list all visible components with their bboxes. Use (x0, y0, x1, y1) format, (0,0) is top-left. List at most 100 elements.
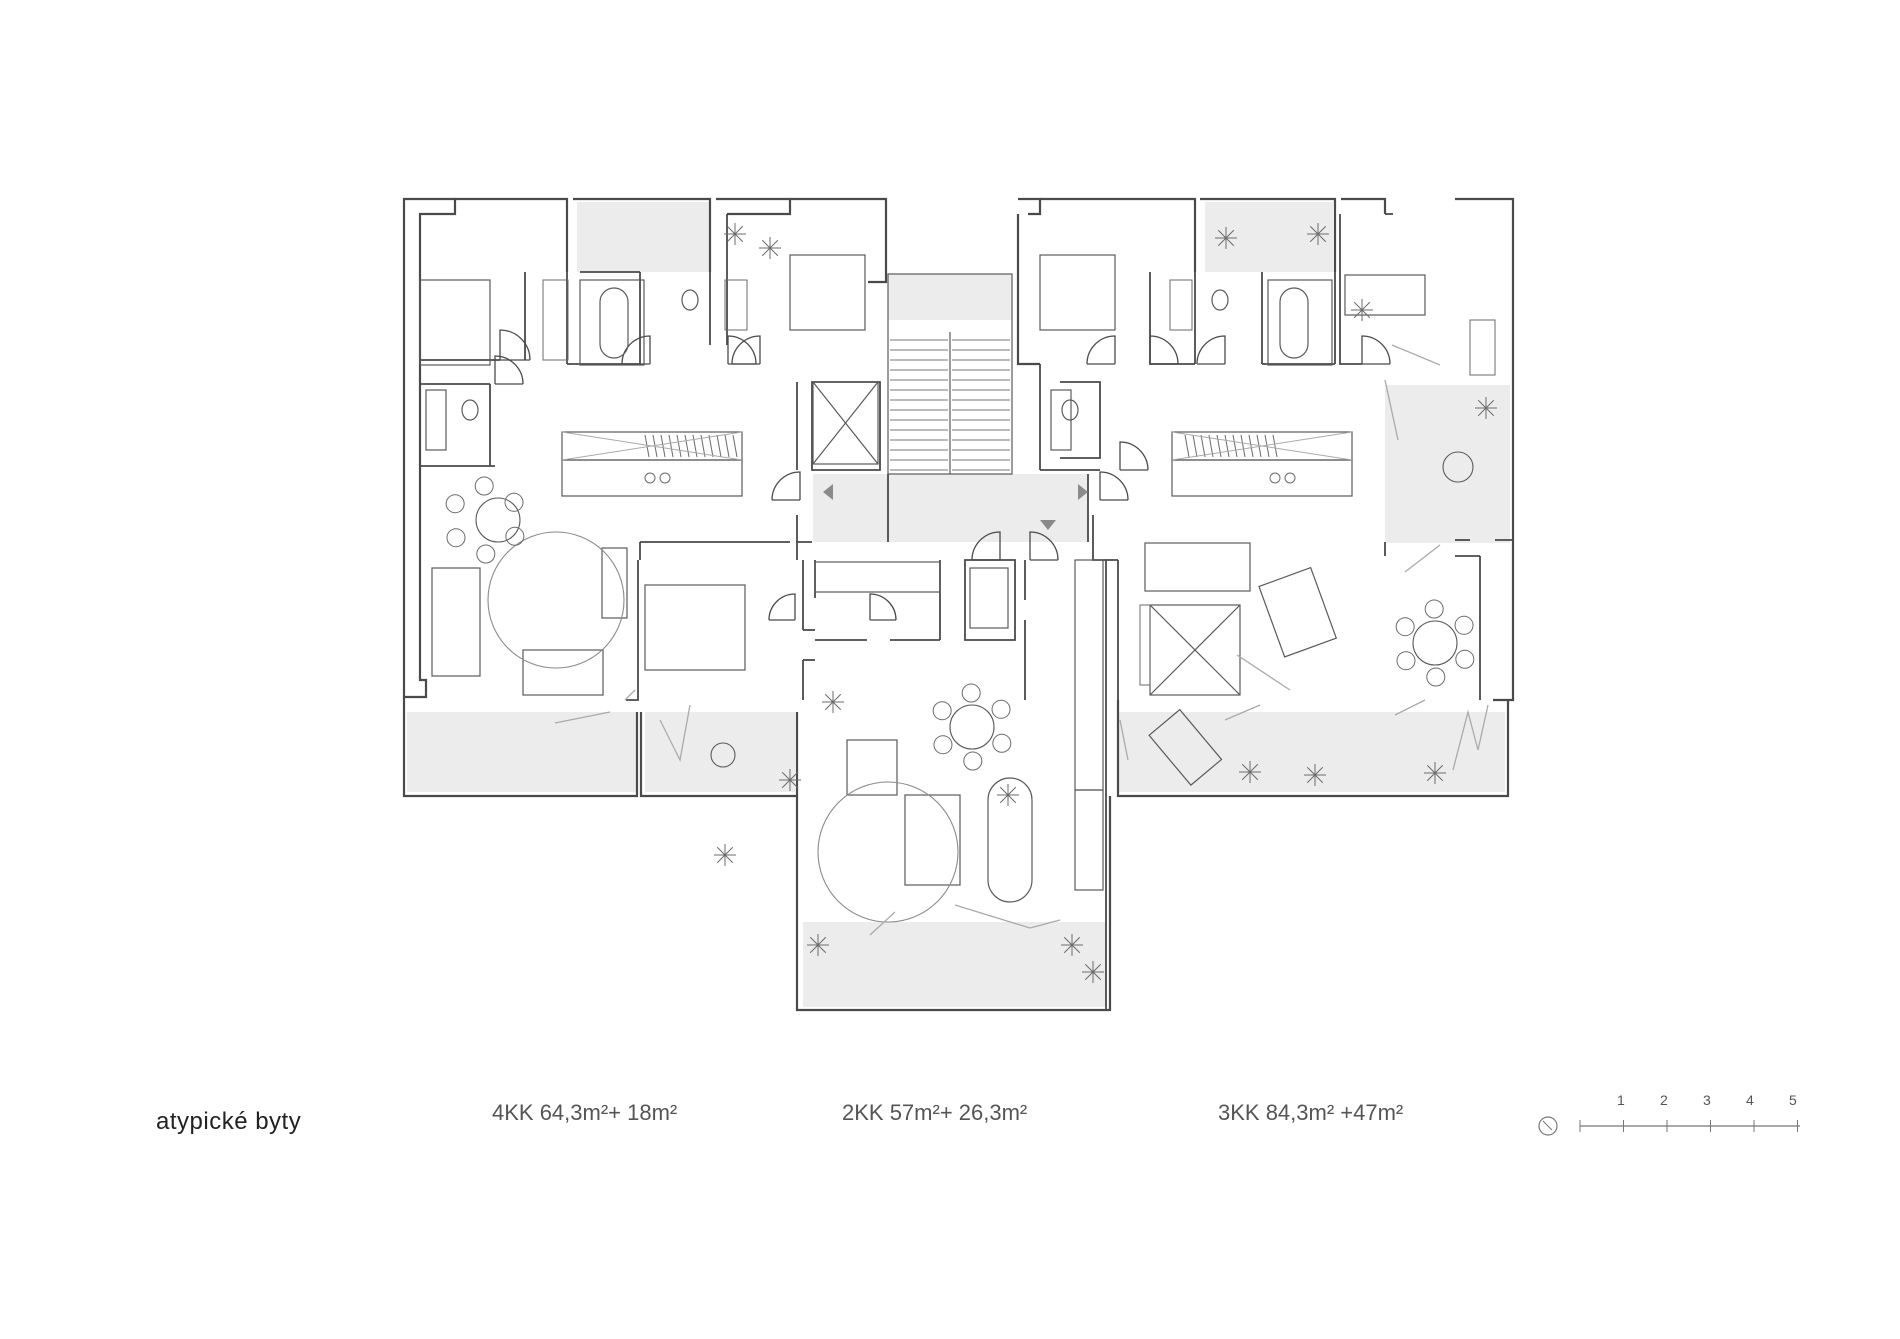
plant-leaf (769, 239, 779, 249)
door-swing (771, 471, 801, 501)
plant-leaf (832, 701, 842, 711)
plan-title: atypické byty (156, 1108, 302, 1135)
chair (504, 492, 524, 512)
wardrobes (542, 279, 1496, 686)
hanger-mark (732, 434, 738, 458)
chair (961, 683, 981, 703)
hanger-mark (1224, 434, 1230, 458)
door-swing (768, 593, 796, 621)
hanger-mark (1264, 434, 1270, 458)
doors (494, 329, 1391, 621)
plant-leaf (1485, 399, 1495, 409)
plant-leaf (1309, 225, 1319, 235)
plant-leaf (1361, 309, 1371, 319)
door-swing (869, 593, 897, 621)
rugs-and-tables (475, 451, 1474, 923)
counter-marks (561, 431, 1353, 484)
plant-leaf (769, 247, 779, 257)
plant-leaf (781, 779, 791, 789)
door-swing (1196, 335, 1226, 365)
plant-leaf (789, 779, 799, 789)
chair (474, 476, 494, 496)
plant-leaf (726, 233, 736, 243)
plant-leaf (1485, 407, 1495, 417)
bathroom-fixtures (425, 279, 1333, 629)
plant-leaf (1241, 771, 1251, 781)
plant-leaf (1353, 309, 1363, 319)
scale-bar (1538, 1116, 1800, 1136)
plant-leaf (1434, 772, 1444, 782)
hanger-mark (660, 434, 666, 458)
plant-leaf (1071, 936, 1081, 946)
plant-leaf (1241, 763, 1251, 773)
chair (991, 699, 1011, 719)
outer-walls (402, 197, 1515, 1012)
plant-leaf (1007, 786, 1017, 796)
plant-leaf (1426, 772, 1436, 782)
hanger-mark (668, 434, 674, 458)
plant-leaf (1225, 237, 1235, 247)
scale-label-3: 3 (1703, 1092, 1711, 1108)
plant-leaf (1477, 407, 1487, 417)
plant-leaf (1217, 229, 1227, 239)
plant-leaf (817, 944, 827, 954)
plant-leaf (1084, 971, 1094, 981)
stair-arrows (823, 484, 1088, 530)
north-arrow-needle (1542, 1120, 1553, 1131)
plant-leaf (724, 846, 734, 856)
hanger-mark (1232, 434, 1238, 458)
hanger-mark (1240, 434, 1246, 458)
door-swing (1119, 441, 1149, 471)
plant-leaf (1306, 766, 1316, 776)
chair (963, 751, 983, 771)
plant-leaf (1092, 963, 1102, 973)
chair (505, 526, 525, 546)
plant-leaf (832, 693, 842, 703)
chair (445, 494, 465, 514)
door-swing (1361, 335, 1391, 365)
kitchen-counters (561, 431, 1353, 903)
chair (992, 733, 1012, 753)
chair (1454, 615, 1474, 635)
hanger-mark (1216, 434, 1222, 458)
plant-leaf (817, 936, 827, 946)
door-swing (731, 335, 761, 365)
hanger-mark (1200, 434, 1206, 458)
plant-leaf (716, 854, 726, 864)
plant-leaf (734, 233, 744, 243)
stove-burner (1284, 472, 1296, 484)
glazing-lines (554, 344, 1489, 936)
plant-leaf (1306, 774, 1316, 784)
interior-walls (420, 213, 1513, 1010)
plant-leaf (1309, 233, 1319, 243)
door-swing (1149, 335, 1179, 365)
plant-leaf (1063, 944, 1073, 954)
plant-leaf (1361, 301, 1371, 311)
plant-leaf (999, 786, 1009, 796)
beds (419, 254, 1426, 696)
plant-leaf (726, 225, 736, 235)
plant-icons (714, 223, 1497, 983)
door-swing (971, 531, 1001, 561)
unit-label-4kk: 4KK 64,3m²+ 18m² (492, 1100, 678, 1125)
plant-leaf (1084, 963, 1094, 973)
scale-ticks (1579, 1120, 1798, 1132)
scale-label-2: 2 (1660, 1092, 1668, 1108)
plant-leaf (781, 771, 791, 781)
plant-leaf (1314, 766, 1324, 776)
hanger-mark (692, 434, 698, 458)
plant-leaf (1426, 764, 1436, 774)
plant-leaf (1225, 229, 1235, 239)
plant-leaf (1314, 774, 1324, 784)
plant-leaf (809, 944, 819, 954)
plant-leaf (789, 771, 799, 781)
plant-leaf (1477, 399, 1487, 409)
stove-burner (1269, 472, 1281, 484)
scale-label-5: 5 (1789, 1092, 1797, 1108)
plant-leaf (1063, 936, 1073, 946)
plant-leaf (999, 794, 1009, 804)
chair (1396, 651, 1416, 671)
hanger-mark (1248, 434, 1254, 458)
hanger-mark (1272, 434, 1278, 458)
hanger-mark (676, 434, 682, 458)
